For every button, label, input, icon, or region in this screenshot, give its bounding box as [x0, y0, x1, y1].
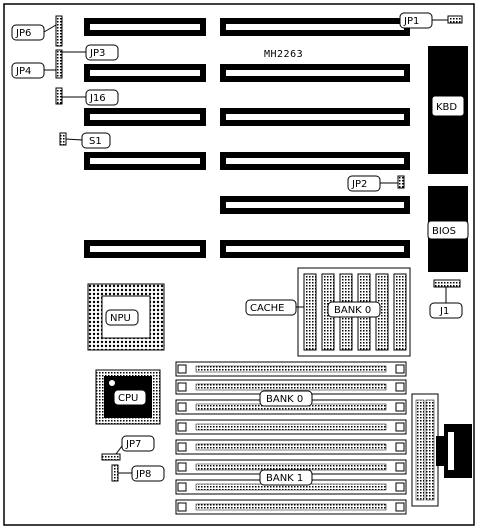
simm-socket — [175, 419, 407, 435]
isa-slots-left — [84, 18, 206, 258]
j16-jumper: J16 — [62, 89, 119, 106]
cache-bank0-label: BANK 0 — [334, 305, 371, 316]
simm-bank0-label: BANK 0 — [266, 394, 303, 405]
simm-bank1-label: BANK 1 — [266, 473, 303, 484]
cache-bank: BANK 0 CACHE — [245, 267, 411, 357]
cpu-chip: CPU — [95, 369, 161, 425]
power-connector — [411, 393, 439, 507]
j1-connector: J1 — [429, 279, 463, 319]
simm-socket — [175, 379, 407, 395]
jp3-label: JP3 — [89, 48, 105, 59]
cpu-label: CPU — [118, 393, 138, 404]
jp8-jumper: JP8 — [111, 464, 165, 482]
simm-socket — [175, 361, 407, 377]
isa-slots-right — [220, 18, 410, 258]
cache-label: CACHE — [250, 303, 284, 314]
bios-label: BIOS — [432, 226, 456, 237]
keyboard-connector — [436, 424, 472, 478]
jp4-label: JP4 — [15, 66, 31, 77]
simm-socket — [175, 439, 407, 455]
jp8-label: JP8 — [135, 469, 151, 480]
j16-label: J16 — [89, 93, 106, 104]
jp4-jumper: JP4 — [11, 62, 56, 79]
simm-sockets: BANK 0 BANK 1 — [175, 361, 407, 515]
npu-label: NPU — [110, 313, 131, 324]
simm-socket — [175, 479, 407, 495]
jp6-jumper: JP6 — [11, 24, 57, 41]
kbd-label: KBD — [436, 102, 457, 113]
jp3-jumper: JP3 — [62, 44, 119, 61]
jp1-label: JP1 — [403, 16, 419, 27]
jp6-label: JP6 — [15, 28, 31, 39]
s1-switch: S1 — [65, 132, 111, 149]
j1-label: J1 — [439, 306, 449, 317]
kbd-chip: KBD — [428, 46, 468, 174]
board-outline — [3, 3, 475, 526]
board-model-label: MH2263 — [264, 49, 303, 60]
jp7-label: JP7 — [125, 439, 141, 450]
npu-socket: NPU — [87, 283, 165, 351]
jp2-label: JP2 — [351, 179, 367, 190]
simm-socket — [175, 459, 407, 475]
simm-socket — [175, 499, 407, 515]
bios-chip: BIOS — [427, 186, 469, 272]
jp1-jumper: JP1 — [399, 12, 463, 29]
s1-label: S1 — [89, 136, 102, 147]
jp7-jumper: JP7 — [101, 435, 155, 461]
simm-socket — [175, 399, 407, 415]
left-jumper-pins — [55, 15, 67, 146]
jp2-jumper: JP2 — [347, 175, 405, 192]
